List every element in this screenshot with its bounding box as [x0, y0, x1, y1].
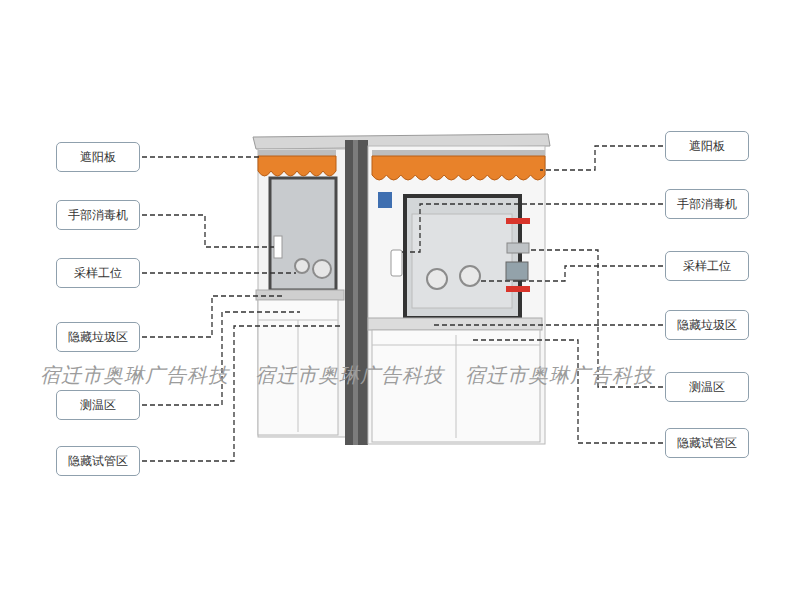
callout-label: 测温区: [689, 379, 725, 396]
callout-box: 隐藏垃圾区: [56, 322, 140, 352]
awning: [258, 156, 336, 176]
sign-strip: [506, 218, 530, 224]
leader-line: [142, 312, 300, 405]
callout-box: 隐藏试管区: [665, 428, 749, 458]
cabinet-seam: [258, 320, 338, 321]
temperature-probe: [507, 243, 529, 253]
pillar-stripe: [353, 140, 358, 445]
glove-port: [427, 269, 447, 289]
glove-port: [460, 266, 480, 286]
callout-box: 手部消毒机: [56, 200, 140, 230]
callout-label: 采样工位: [683, 258, 731, 275]
glove-port: [295, 259, 309, 273]
leader-line: [402, 204, 663, 252]
left-counter: [256, 290, 344, 300]
right-window: [405, 196, 520, 318]
left-window: [270, 178, 336, 290]
right-face: [368, 146, 545, 444]
left-sanitizer: [274, 236, 282, 258]
callout-box: 手部消毒机: [665, 189, 749, 219]
callout-label: 隐藏垃圾区: [68, 329, 128, 346]
callout-label: 测温区: [80, 397, 116, 414]
leader-line: [142, 215, 274, 247]
window-glass: [412, 214, 512, 308]
sign-strip: [506, 286, 530, 292]
awnings: [258, 150, 545, 180]
leader-line: [142, 326, 340, 461]
callout-box: 遮阳板: [56, 142, 140, 172]
callout-box: 测温区: [665, 372, 749, 402]
callout-box: 测温区: [56, 390, 140, 420]
awning-rail: [372, 150, 545, 156]
callout-label: 隐藏试管区: [677, 435, 737, 452]
leader-line: [142, 156, 262, 157]
callout-box: 隐藏试管区: [56, 446, 140, 476]
leader-line: [432, 324, 663, 325]
leader-line: [540, 146, 663, 170]
watermark-text: 宿迁市奥琳广告科技: [255, 362, 444, 389]
callout-label: 隐藏垃圾区: [677, 317, 737, 334]
callout-label: 遮阳板: [689, 138, 725, 155]
callout-label: 采样工位: [74, 265, 122, 282]
awning: [372, 156, 545, 180]
temperature-screen: [506, 262, 528, 280]
callout-box: 采样工位: [56, 258, 140, 288]
watermark-text: 宿迁市奥琳广告科技: [465, 362, 654, 389]
cabinet-seam: [456, 335, 457, 438]
callout-box: 隐藏垃圾区: [665, 310, 749, 340]
leader-line: [480, 266, 663, 281]
leader-line: [142, 272, 296, 273]
right-sanitizer: [391, 250, 402, 276]
callout-label: 手部消毒机: [677, 196, 737, 213]
logo-mark: [378, 192, 392, 208]
callout-label: 手部消毒机: [68, 207, 128, 224]
corner-pillar: [345, 140, 368, 445]
right-counter: [368, 318, 542, 330]
callout-label: 遮阳板: [80, 149, 116, 166]
leader-line: [472, 340, 663, 443]
cabinet-seam: [372, 345, 540, 346]
watermark-text: 宿迁市奥琳广告科技: [40, 362, 229, 389]
callout-box: 遮阳板: [665, 131, 749, 161]
awning-rail: [258, 150, 336, 156]
leader-line: [142, 296, 282, 337]
glove-port: [313, 260, 331, 278]
callout-label: 隐藏试管区: [68, 453, 128, 470]
callout-box: 采样工位: [665, 251, 749, 281]
